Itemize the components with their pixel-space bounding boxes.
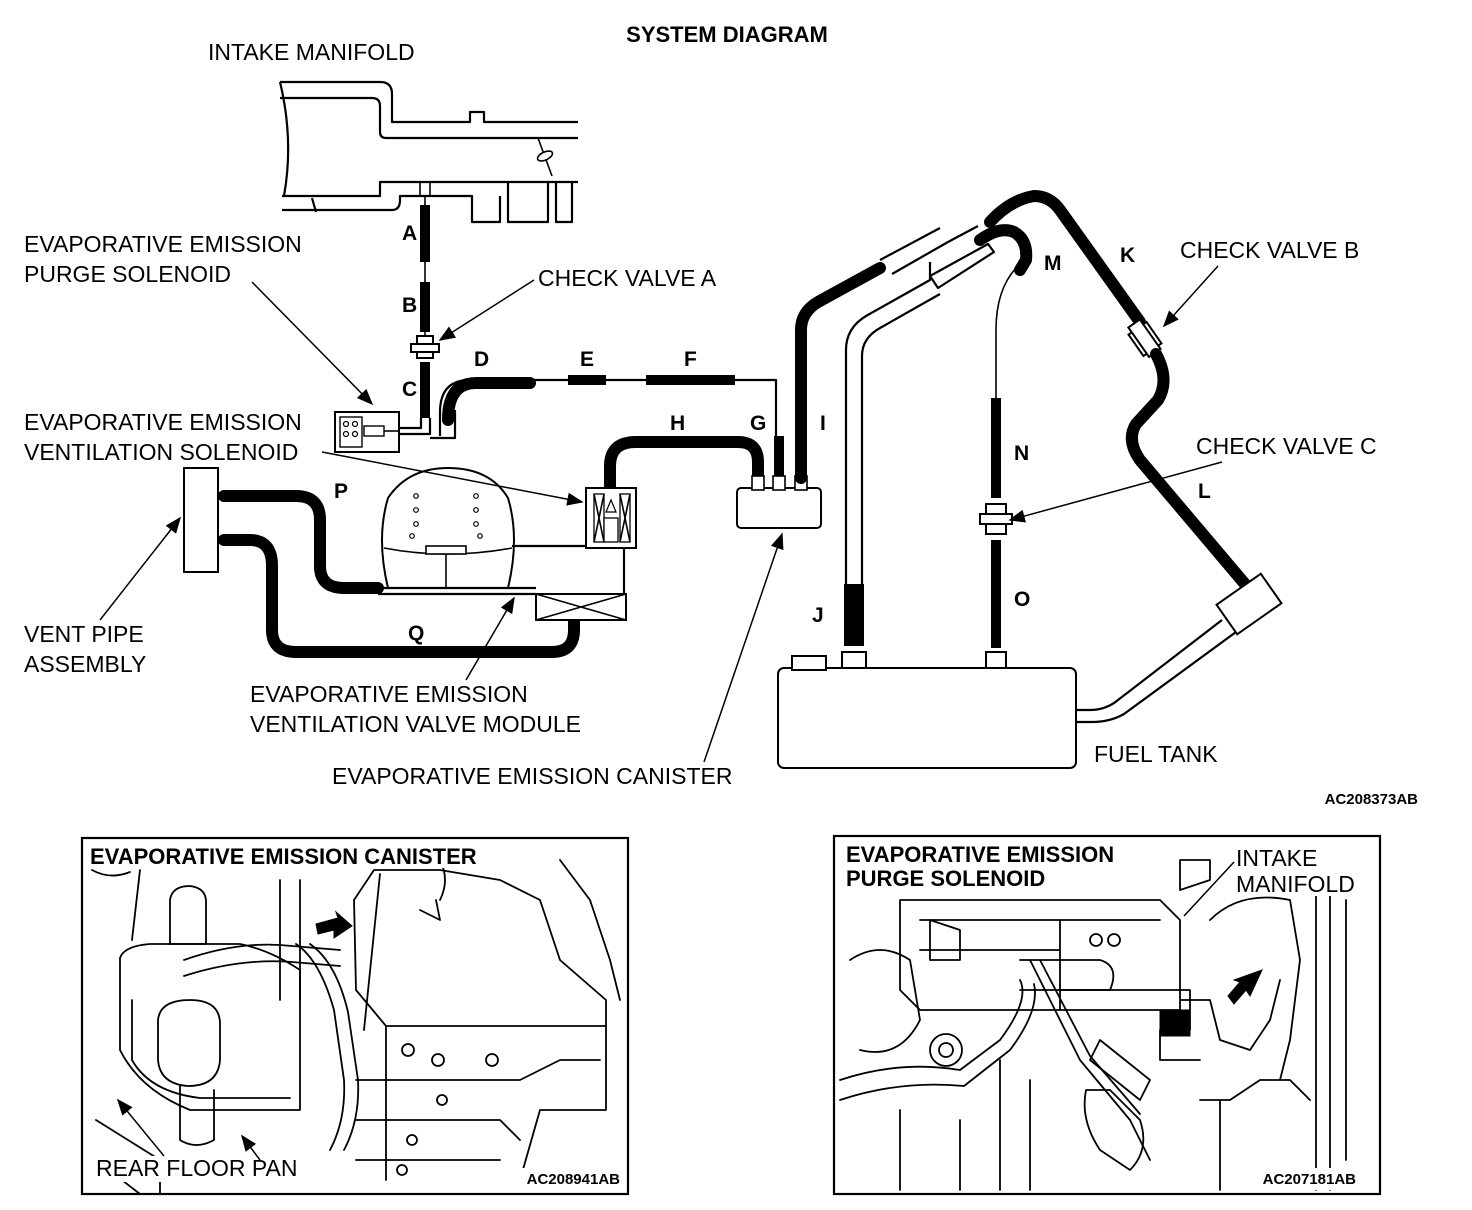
hose-a-b-c: [400, 196, 440, 436]
intake-manifold-inset-label-1: INTAKE: [1236, 845, 1317, 871]
inset-canister: EVAPORATIVE EMISSION CANISTER REAR FLOOR…: [80, 836, 630, 1196]
ventilation-valve-module-label-1: EVAPORATIVE EMISSION: [250, 681, 528, 707]
inset-purge-title-1: EVAPORATIVE EMISSION: [846, 842, 1114, 867]
hose-h: [604, 436, 764, 500]
hose-label-q: Q: [408, 622, 424, 645]
hose-label-p: P: [334, 480, 348, 503]
check-valve-b-label: CHECK VALVE B: [1180, 237, 1359, 263]
hose-k-l: [984, 190, 1283, 724]
check-valve-c-label: CHECK VALVE C: [1196, 433, 1377, 459]
hose-label-g: G: [750, 412, 766, 435]
ventilation-solenoid-label-2: VENTILATION SOLENOID: [24, 439, 298, 465]
check-valve-a-label: CHECK VALVE A: [538, 265, 717, 291]
diagram-title: SYSTEM DIAGRAM: [626, 22, 828, 47]
purge-solenoid-photo-icon: [1159, 1009, 1191, 1037]
intake-manifold-label: INTAKE MANIFOLD: [208, 39, 415, 65]
inset-canister-code: AC208941AB: [527, 1171, 621, 1188]
vent-pipe-label-2: ASSEMBLY: [24, 651, 146, 677]
rear-floor-pan-label: REAR FLOOR PAN: [96, 1155, 298, 1181]
fuel-tank-icon: [777, 655, 1077, 769]
hose-label-e: E: [580, 348, 594, 371]
hose-j: [841, 584, 867, 669]
hose-label-c: C: [402, 378, 417, 401]
hose-i: [795, 225, 996, 584]
check-valve-c-icon: [979, 503, 1013, 535]
hose-label-j: J: [812, 604, 824, 627]
diagram-code: AC208373AB: [1325, 791, 1419, 808]
vent-pipe-assembly-icon: [183, 467, 219, 573]
vent-pipe-label-1: VENT PIPE: [24, 621, 144, 647]
hose-label-h: H: [670, 412, 685, 435]
hose-label-m: M: [1044, 252, 1062, 275]
manifold-bolt-icon: [536, 137, 554, 177]
canister-pointer-arrow-icon: [315, 910, 353, 939]
intake-manifold-inset-label-2: MANIFOLD: [1236, 871, 1355, 897]
canister-icon: [736, 475, 822, 529]
fuel-tank-label: FUEL TANK: [1094, 741, 1218, 767]
inset-purge-title-2: PURGE SOLENOID: [846, 866, 1045, 891]
hose-label-f: F: [684, 348, 697, 371]
intake-manifold: [278, 80, 578, 224]
hose-label-i: I: [820, 412, 826, 435]
inset-purge-code: AC207181AB: [1263, 1171, 1357, 1188]
ventilation-valve-module-label-2: VENTILATION VALVE MODULE: [250, 711, 581, 737]
hose-label-n: N: [1014, 442, 1029, 465]
engine-bay-photo-illustration: [839, 859, 1347, 1191]
hose-label-k: K: [1120, 244, 1135, 267]
hose-d-e-f: [430, 375, 784, 478]
hose-label-l: L: [1198, 480, 1211, 503]
inset-canister-title: EVAPORATIVE EMISSION CANISTER: [90, 844, 477, 869]
ventilation-solenoid-label-1: EVAPORATIVE EMISSION: [24, 409, 302, 435]
purge-solenoid-label-1: EVAPORATIVE EMISSION: [24, 231, 302, 257]
hose-label-b: B: [402, 294, 417, 317]
hose-label-a: A: [402, 222, 417, 245]
fuel-filler-neck-icon: [1215, 572, 1283, 636]
ventilation-solenoid-icon: [585, 487, 637, 549]
inset-purge-solenoid: EVAPORATIVE EMISSION PURGE SOLENOID INTA…: [832, 834, 1382, 1196]
purge-solenoid-icon: [334, 411, 400, 453]
canister-label: EVAPORATIVE EMISSION CANISTER: [332, 763, 732, 789]
check-valve-a-icon: [410, 335, 440, 359]
hose-label-o: O: [1014, 588, 1030, 611]
purge-pointer-arrow-icon: [1227, 969, 1263, 1005]
purge-solenoid-label-2: PURGE SOLENOID: [24, 261, 231, 287]
hose-p-q: [218, 490, 580, 658]
canister-photo-illustration: [91, 859, 621, 1195]
hose-m-n-o: [974, 224, 1033, 669]
ventilation-valve-module-icon: [378, 466, 627, 621]
hose-label-d: D: [474, 348, 489, 371]
